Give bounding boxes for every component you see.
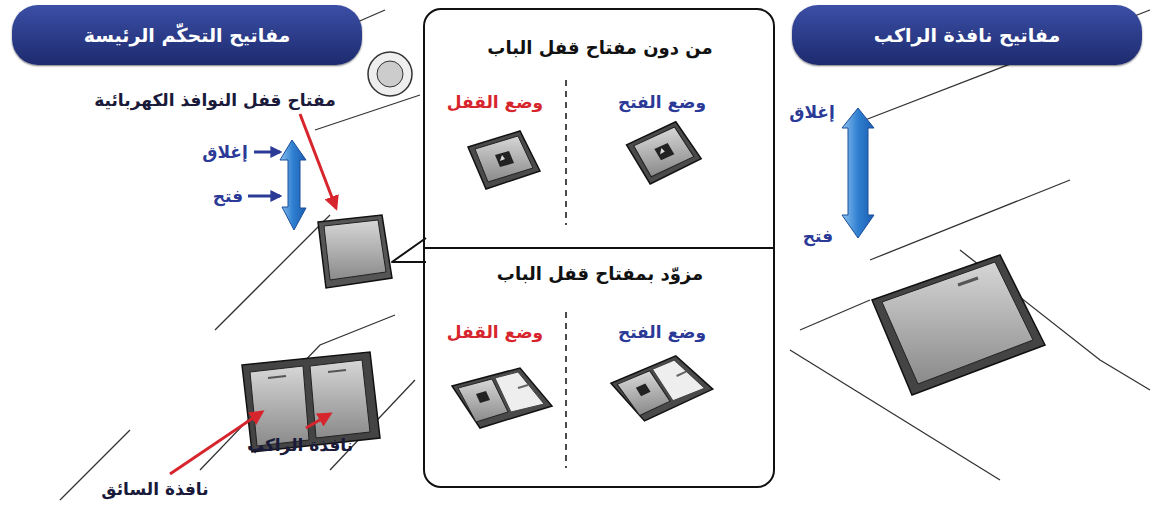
open-close-arrow [280,140,306,230]
callout-text: من دون مفتاح قفل الباب [487,37,712,58]
door-panel [60,10,420,500]
header-band: مفاتيح نافذة الراكب [792,5,1142,65]
header-text: مفاتيح التحكّم الرئيسة [84,24,291,46]
lock-switch-icon [608,351,715,424]
callout-dividers [424,80,773,468]
part-label: إغلاق [202,142,248,162]
part-label: نافذة السائق [101,479,208,499]
passenger-window-switch [872,255,1045,395]
callout-text: وضع القفل [447,322,543,342]
part-label: فتح [803,226,833,246]
leader-arrow [306,414,330,428]
mirror-knob [368,52,412,96]
passenger-window-switch [310,360,370,438]
window-lock-switch [318,215,392,288]
callout-box: من دون مفتاح قفل الباب وضع القفل وضع الفتح… [423,8,775,488]
driver-window-switch [250,366,309,446]
callout-text: وضع الفتح [618,322,706,342]
leader-arrow [300,114,336,208]
part-label: نافذة الراكب [247,435,353,455]
callout-tail [392,238,426,262]
pointer [248,195,280,198]
lock-switch-icon [452,368,552,428]
pointer [254,151,280,154]
lock-switch-icon [468,131,540,189]
part-label: مفتاح قفل النوافذ الكهربائية [94,90,336,110]
open-close-arrow [842,108,874,238]
part-label: فتح [213,186,243,206]
door-panel [790,10,1150,480]
lock-switch-icon [624,119,703,186]
header-text: مفاتيح نافذة الراكب [874,24,1060,46]
header-band: مفاتيح التحكّم الرئيسة [12,5,362,65]
callout-text: وضع القفل [447,92,543,112]
part-label: إغلاق [789,102,835,122]
callout-text: مزوّد بمفتاح قفل الباب [497,263,703,284]
callout-text: وضع الفتح [618,92,706,112]
